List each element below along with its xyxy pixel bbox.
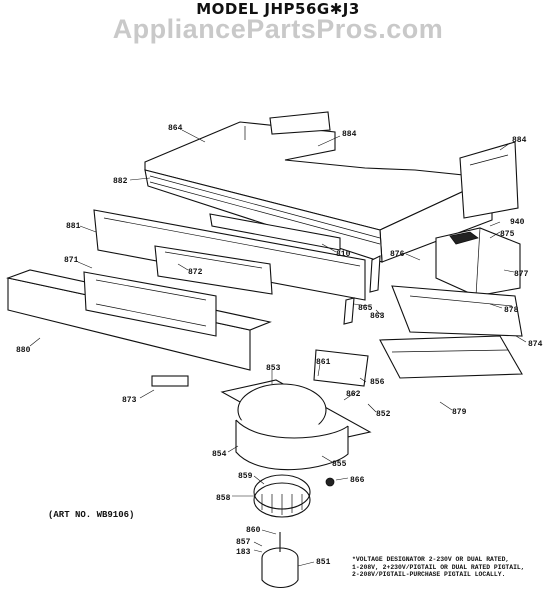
callout-857: 857 [236, 538, 251, 547]
callout-855: 855 [332, 460, 347, 469]
callout-881: 881 [66, 222, 81, 231]
callout-856: 856 [370, 378, 385, 387]
callout-880: 880 [16, 346, 31, 355]
callouts: 864 884 884 882 881 810 875 940 871 872 … [16, 124, 543, 567]
callout-879: 879 [452, 408, 467, 417]
blower-scroll [235, 383, 349, 471]
callout-884-right: 884 [512, 136, 527, 145]
blower-motor [261, 532, 299, 589]
support-bracket [391, 285, 523, 337]
callout-873: 873 [122, 396, 137, 405]
callout-866: 866 [350, 476, 365, 485]
filter-clip [151, 375, 189, 387]
callout-863: 863 [370, 312, 385, 321]
side-box [435, 227, 521, 297]
leader-lines [29, 129, 527, 567]
callout-877: 877 [514, 270, 529, 279]
callout-864: 864 [168, 124, 183, 133]
callout-862: 862 [346, 390, 361, 399]
model-title: MODEL JHP56G✱J3 [196, 0, 360, 18]
knob [325, 477, 335, 487]
callout-875: 875 [500, 230, 515, 239]
watermark: AppliancePartsPros.com [112, 14, 444, 44]
callout-859: 859 [238, 472, 253, 481]
front-panel [6, 269, 272, 371]
callout-858: 858 [216, 494, 231, 503]
bottom-bracket [379, 335, 523, 379]
control-panel [93, 209, 366, 301]
callout-853: 853 [266, 364, 281, 373]
callout-854: 854 [212, 450, 227, 459]
callout-871: 871 [64, 256, 79, 265]
callout-872: 872 [188, 268, 203, 277]
callout-810: 810 [336, 250, 351, 259]
callout-876: 876 [390, 250, 405, 259]
callout-851: 851 [316, 558, 331, 567]
callout-183: 183 [236, 548, 251, 557]
callout-884-top: 884 [342, 130, 357, 139]
side-bracket [369, 255, 381, 293]
callout-860: 860 [246, 526, 261, 535]
hinge-bracket [343, 297, 355, 325]
filter-channel [209, 213, 341, 251]
callout-865: 865 [358, 304, 373, 313]
voltage-note-line-2: 1-208V, 2+230V/PIGTAIL OR DUAL RATED PIG… [352, 563, 525, 571]
blower-wheel [253, 474, 311, 518]
callout-878: 878 [504, 306, 519, 315]
voltage-note-line-3: 2-208V/PIGTAIL-PURCHASE PIGTAIL LOCALLY. [352, 571, 506, 579]
callout-874: 874 [528, 340, 543, 349]
rear-damper-plate [459, 141, 519, 219]
callout-861: 861 [316, 358, 331, 367]
callout-940: 940 [510, 218, 525, 227]
voltage-note: *VOLTAGE DESIGNATOR 2-230V OR DUAL RATED… [352, 556, 552, 579]
voltage-note-line-1: *VOLTAGE DESIGNATOR 2-230V OR DUAL RATED… [352, 556, 510, 563]
art-number: (ART NO. WB9106) [48, 510, 135, 520]
callout-852: 852 [376, 410, 391, 419]
callout-882: 882 [113, 177, 128, 186]
